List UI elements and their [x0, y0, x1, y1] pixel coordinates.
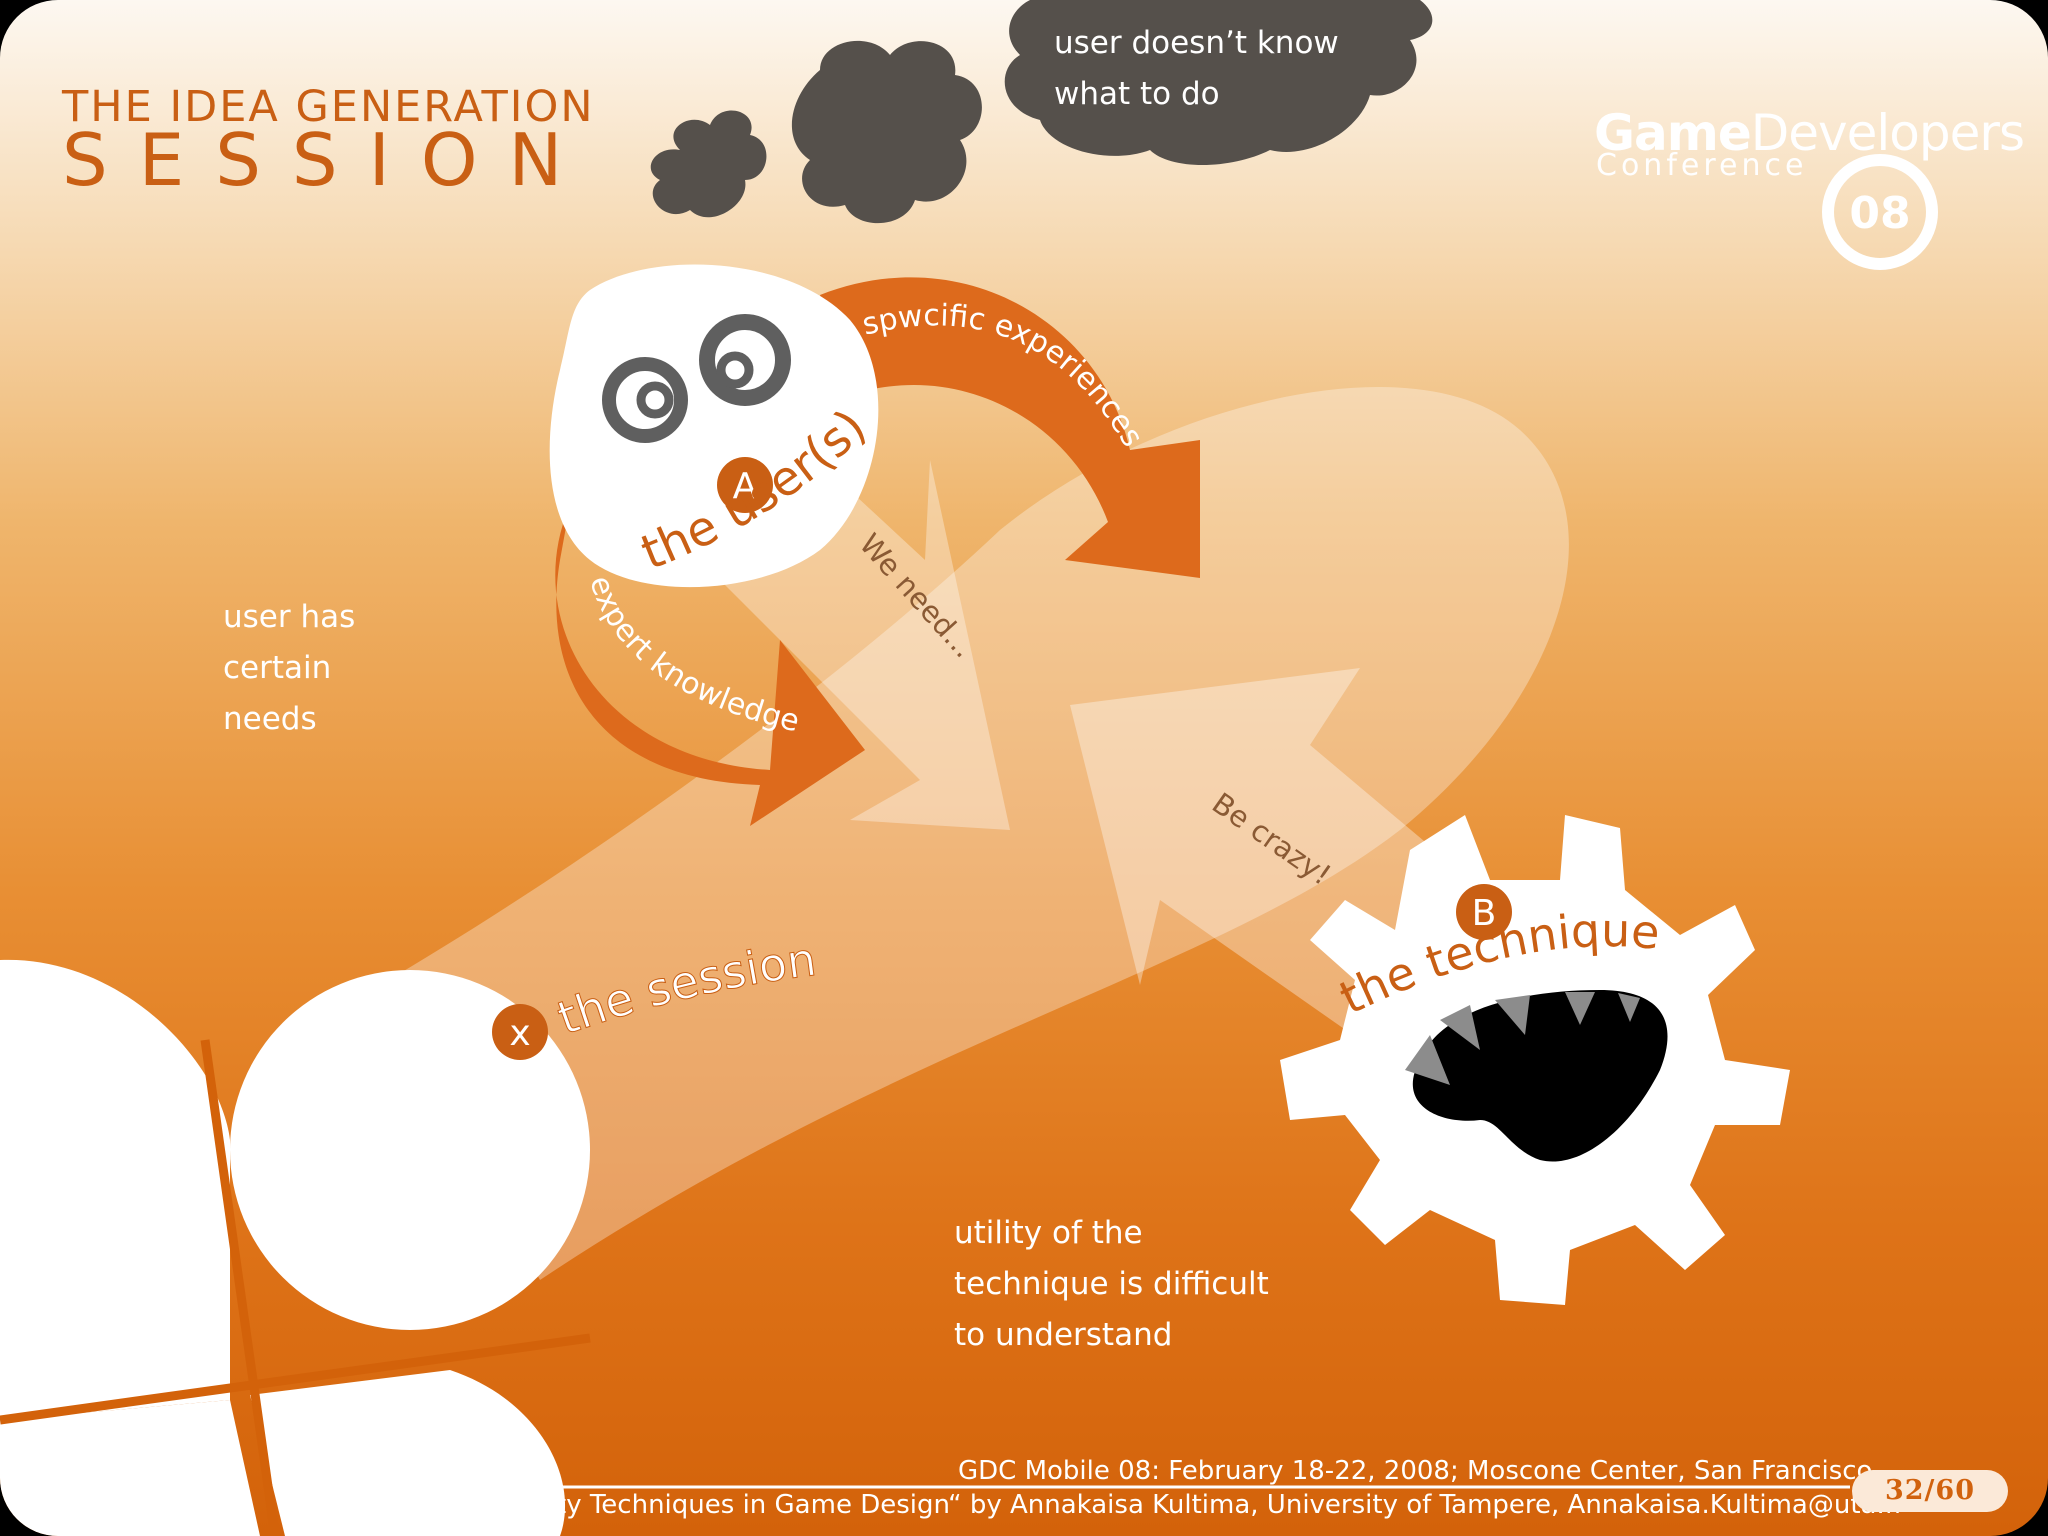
title-line-1: THE IDEA GENERATION [62, 82, 595, 132]
session-badge-letter: x [509, 1013, 530, 1054]
session-badge [492, 1004, 548, 1060]
user-badge-letter: A [733, 466, 758, 507]
user-needs-line-2: certain [223, 650, 332, 686]
left-eye [602, 357, 688, 443]
page-counter: 32/60 [1852, 1470, 2008, 1512]
cloud-text: user doesn’t know what to do [1054, 18, 1374, 120]
footer-event: GDC Mobile 08: February 18-22, 2008; Mos… [958, 1456, 1873, 1486]
utility-line-2: technique is difficult [954, 1266, 1269, 1302]
cloud-text-line-2: what to do [1054, 76, 1220, 112]
user-needs-line-3: needs [223, 701, 317, 737]
cloud-medium [791, 40, 982, 224]
right-eye [699, 314, 791, 406]
left-orange-arrow [555, 505, 865, 826]
user-badge [717, 457, 773, 513]
top-orange-arrow [820, 277, 1200, 578]
gdc-year-ring [1822, 154, 1938, 270]
cloud-large [1004, 0, 1433, 165]
session-flower [0, 959, 590, 1536]
gear-mouth [1412, 990, 1668, 1162]
gdc-logo-conference: Conference [1596, 148, 1808, 183]
user-needs-line-1: user has [223, 599, 356, 635]
gdc-logo-wordmark: GameDevelopers [1594, 104, 2025, 162]
cloud-small [650, 110, 767, 218]
utility-line-1: utility of the [954, 1215, 1143, 1251]
gdc-logo-bold: Game [1594, 104, 1752, 162]
gdc-year: 08 [1849, 188, 1910, 239]
utility-note: utility of the technique is difficult to… [954, 1208, 1314, 1361]
title-line-2: SESSION [62, 118, 594, 202]
user-needs-note: user has certain needs [223, 592, 423, 745]
utility-line-3: to understand [954, 1317, 1173, 1353]
session-flower-lines [0, 1039, 591, 1536]
cloud-text-line-1: user doesn’t know [1054, 25, 1339, 61]
user-blob [549, 264, 879, 588]
gear-teeth [1405, 992, 1640, 1085]
technique-badge [1456, 884, 1512, 940]
loop-shape [380, 387, 1569, 1280]
footer-credit: ty Techniques in Game Design“ by Annakai… [556, 1490, 1902, 1520]
gdc-logo-light: Developers [1750, 104, 2025, 162]
technique-badge-letter: B [1472, 893, 1497, 934]
